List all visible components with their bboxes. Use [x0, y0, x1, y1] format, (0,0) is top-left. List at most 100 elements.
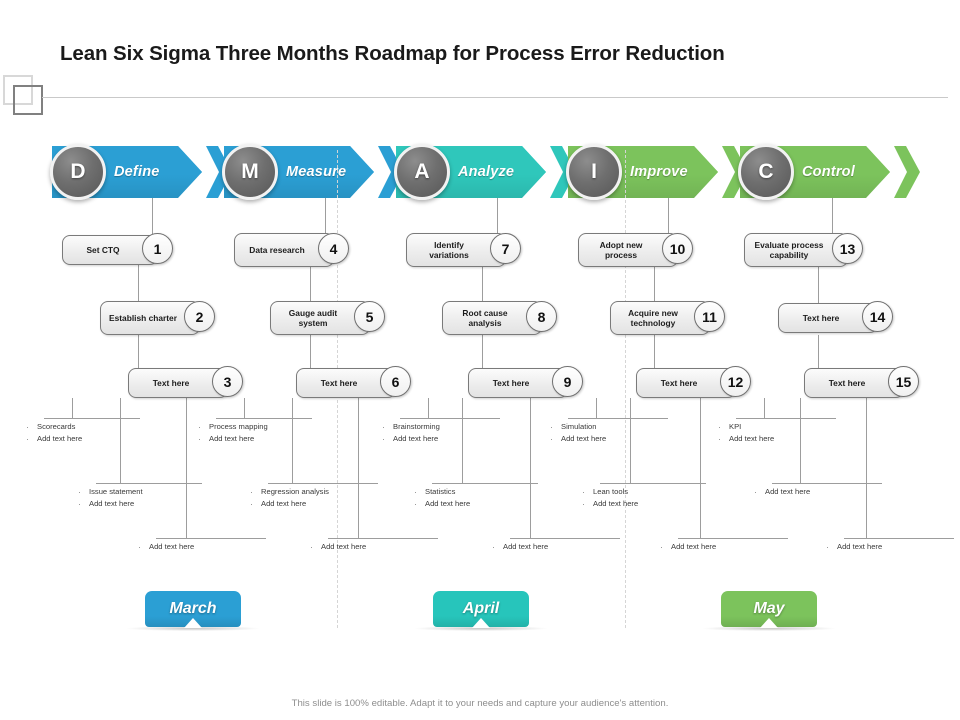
- bullet-dot-icon: ·: [138, 542, 141, 552]
- task-number-4[interactable]: 4: [318, 233, 349, 264]
- task-number-8[interactable]: 8: [526, 301, 557, 332]
- phase-control[interactable]: Control C: [738, 144, 926, 200]
- task-label: Text here: [152, 377, 190, 388]
- bullet-text: Simulation: [561, 422, 597, 431]
- task-number-2[interactable]: 2: [184, 301, 215, 332]
- phase-define[interactable]: Define D: [50, 144, 238, 200]
- bullet-group-2: ·Issue statement·Add text here: [78, 483, 214, 510]
- bullet-item: ·Add text here: [582, 499, 718, 510]
- bullet-text: Add text here: [321, 542, 367, 551]
- phase-medal-C[interactable]: C: [738, 144, 794, 200]
- month-banner-march[interactable]: March: [145, 591, 241, 628]
- month-banner-april[interactable]: April: [433, 591, 529, 628]
- bullet-dot-icon: ·: [492, 542, 495, 552]
- bullet-cap-line: [678, 538, 788, 539]
- task-label: Acquire new technology: [628, 307, 678, 329]
- bullet-cap-line: [568, 418, 668, 419]
- month-separator-1: [625, 150, 626, 628]
- bullet-item: ·Add text here: [26, 434, 152, 445]
- bullet-cap-line: [432, 483, 538, 484]
- phase-medal-D[interactable]: D: [50, 144, 106, 200]
- phase-label: Define: [114, 164, 160, 180]
- bullet-text: Add text here: [837, 542, 883, 551]
- bullet-cap-line: [400, 418, 500, 419]
- task-number-7[interactable]: 7: [490, 233, 521, 264]
- task-label: Text here: [660, 377, 698, 388]
- task-number-13[interactable]: 13: [832, 233, 863, 264]
- bullet-stem-14: [800, 398, 801, 483]
- phase-label: Control: [802, 164, 855, 180]
- task-box-11[interactable]: Acquire new technology: [610, 301, 710, 335]
- bullet-item: ·Statistics: [414, 487, 550, 498]
- task-box-5[interactable]: Gauge audit system: [270, 301, 370, 335]
- bullet-group-10: ·Simulation·Add text here: [550, 418, 680, 445]
- task-label: Text here: [802, 312, 840, 323]
- footer-note: This slide is 100% editable. Adapt it to…: [291, 698, 669, 709]
- task-box-3[interactable]: Text here: [128, 368, 228, 398]
- bullet-text: Add text here: [89, 499, 135, 508]
- phase-chevron-icon: [894, 146, 920, 198]
- task-box-14[interactable]: Text here: [778, 303, 878, 333]
- bullet-text: Regression analysis: [261, 487, 329, 496]
- task-label: Identify variations: [429, 239, 469, 261]
- task-number-10[interactable]: 10: [662, 233, 693, 264]
- task-box-10[interactable]: Adopt new process: [578, 233, 678, 267]
- task-box-13[interactable]: Evaluate process capability: [744, 233, 848, 267]
- phase-medal-A[interactable]: A: [394, 144, 450, 200]
- task-number-5[interactable]: 5: [354, 301, 385, 332]
- task-box-15[interactable]: Text here: [804, 368, 904, 398]
- task-number-9[interactable]: 9: [552, 366, 583, 397]
- task-number-12[interactable]: 12: [720, 366, 751, 397]
- bullet-cap-line: [156, 538, 266, 539]
- task-label: Gauge audit system: [288, 307, 338, 329]
- bullet-dot-icon: ·: [718, 434, 721, 444]
- task-number-6[interactable]: 6: [380, 366, 411, 397]
- task-number-11[interactable]: 11: [694, 301, 725, 332]
- task-box-2[interactable]: Establish charter: [100, 301, 200, 335]
- task-number-3[interactable]: 3: [212, 366, 243, 397]
- bullet-group-5: ·Regression analysis·Add text here: [250, 483, 390, 510]
- bullet-group-1: ·Scorecards·Add text here: [26, 418, 152, 445]
- bullet-group-14: ·Add text here: [754, 483, 894, 498]
- task-link-3-b: [654, 335, 655, 368]
- month-banner-label: May: [753, 600, 785, 617]
- bullet-group-9: · Add text here: [492, 538, 632, 553]
- task-link-4-a: [818, 265, 819, 303]
- task-number-14[interactable]: 14: [862, 301, 893, 332]
- phase-medal-M[interactable]: M: [222, 144, 278, 200]
- task-label: Text here: [492, 377, 530, 388]
- task-box-6[interactable]: Text here: [296, 368, 396, 398]
- phase-stem-1: [325, 198, 326, 235]
- bullet-dot-icon: ·: [582, 499, 585, 509]
- bullet-text: Lean tools: [593, 487, 629, 496]
- month-banner-notch-icon: [472, 618, 490, 628]
- bullet-stem-3: [186, 398, 187, 538]
- bullet-dot-icon: ·: [382, 434, 385, 444]
- bullet-text: Add text here: [37, 434, 83, 443]
- bullet-cap-line: [96, 483, 202, 484]
- bullet-cap-line: [772, 483, 882, 484]
- bullet-text: Add text here: [503, 542, 549, 551]
- bullet-item: ·Scorecards: [26, 422, 152, 433]
- bullet-item: · Add text here: [78, 499, 214, 510]
- phase-medal-I[interactable]: I: [566, 144, 622, 200]
- bullet-text: Add text here: [425, 499, 471, 508]
- month-banner-shadow: [415, 626, 547, 631]
- task-number-1[interactable]: 1: [142, 233, 173, 264]
- bullet-item: ·KPI: [718, 422, 848, 433]
- task-label: Data research: [249, 244, 305, 255]
- task-box-7[interactable]: Identify variations: [406, 233, 506, 267]
- bullet-item: ·Add text here: [310, 542, 450, 553]
- task-number-15[interactable]: 15: [888, 366, 919, 397]
- bullet-dot-icon: ·: [78, 499, 81, 509]
- bullet-dot-icon: ·: [250, 499, 253, 509]
- task-box-9[interactable]: Text here: [468, 368, 568, 398]
- task-box-8[interactable]: Root cause analysis: [442, 301, 542, 335]
- task-box-4[interactable]: Data research: [234, 233, 334, 267]
- bullet-dot-icon: ·: [718, 422, 721, 432]
- task-box-12[interactable]: Text here: [636, 368, 736, 398]
- month-banner-may[interactable]: May: [721, 591, 817, 628]
